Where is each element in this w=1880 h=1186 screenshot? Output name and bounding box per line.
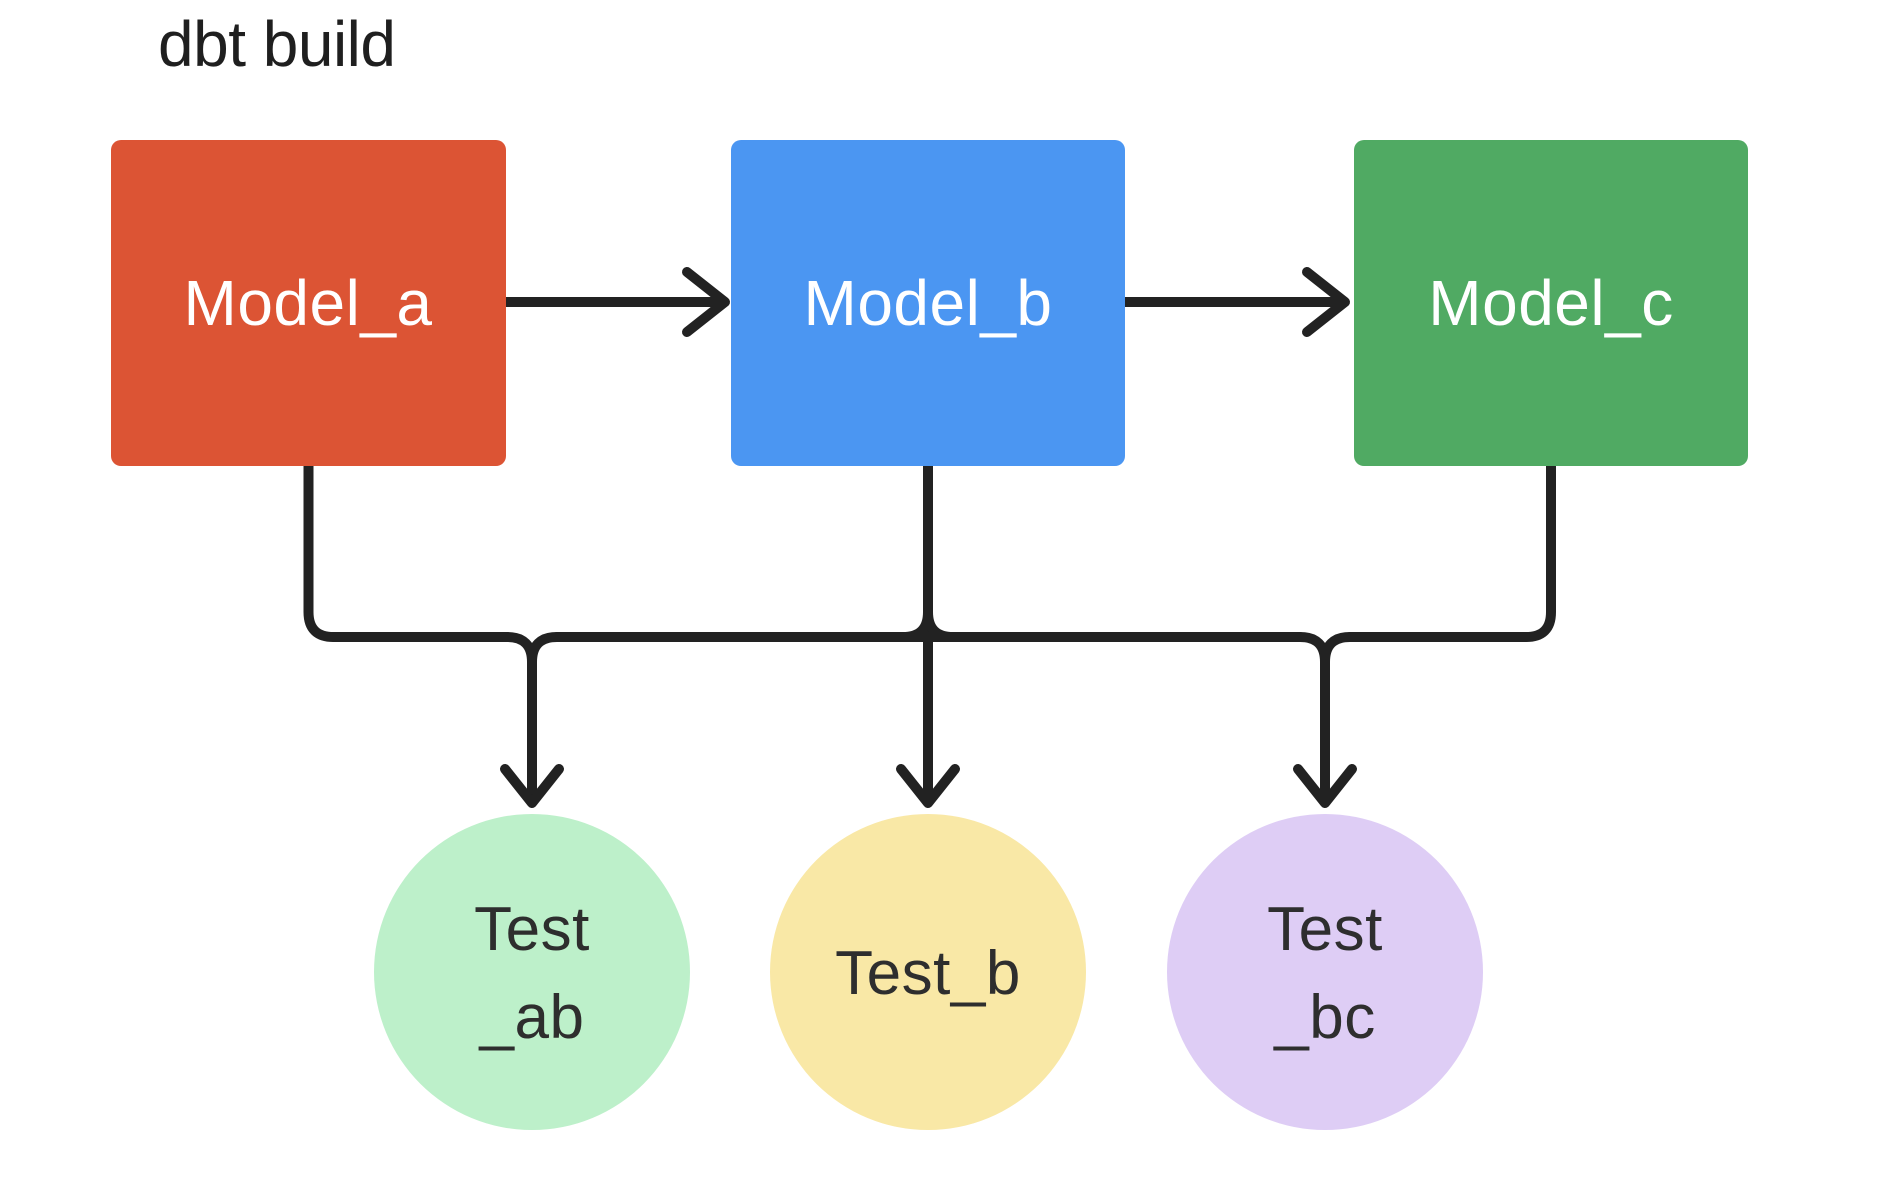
edge-model-b-to-model-c — [1120, 267, 1350, 337]
model-a-box — [111, 140, 506, 466]
test-b-label: Test_b — [835, 939, 1021, 1008]
junction-test-ab — [500, 632, 564, 808]
test-ab-label-line1: Test — [474, 895, 590, 964]
edge-model-a-to-model-b — [501, 267, 730, 337]
arrowhead-down-icon — [896, 764, 960, 808]
test-b-node: Test_b — [770, 814, 1086, 1130]
edge-model-c-descender — [1521, 461, 1556, 642]
arrowhead-down-icon — [500, 764, 564, 808]
test-b-circle — [770, 814, 1086, 1130]
model-b-node: Model_b — [731, 140, 1125, 466]
edge-model-a-descender — [303, 461, 339, 642]
test-ab-circle — [374, 814, 690, 1130]
junction-test-b — [896, 461, 960, 808]
junction-fillet — [923, 607, 958, 642]
model-b-label: Model_b — [804, 267, 1053, 339]
test-bc-node: Test _bc — [1167, 814, 1483, 1130]
diagram-title: dbt build — [158, 8, 395, 80]
model-a-label: Model_a — [184, 267, 433, 339]
model-b-box — [731, 140, 1125, 466]
connector-group — [303, 267, 1556, 808]
model-c-node: Model_c — [1354, 140, 1748, 466]
model-c-box — [1354, 140, 1748, 466]
junction-test-bc — [1293, 632, 1357, 808]
model-a-node: Model_a — [111, 140, 506, 466]
test-ab-label-line2: _ab — [479, 983, 585, 1052]
model-c-label: Model_c — [1428, 267, 1673, 339]
test-bc-label-line1: Test — [1267, 895, 1383, 964]
arrowhead-right-icon — [682, 267, 730, 337]
test-bc-label-line2: _bc — [1273, 983, 1375, 1052]
arrowhead-right-icon — [1302, 267, 1350, 337]
arrowhead-down-icon — [1293, 764, 1357, 808]
test-bc-circle — [1167, 814, 1483, 1130]
test-ab-node: Test _ab — [374, 814, 690, 1130]
